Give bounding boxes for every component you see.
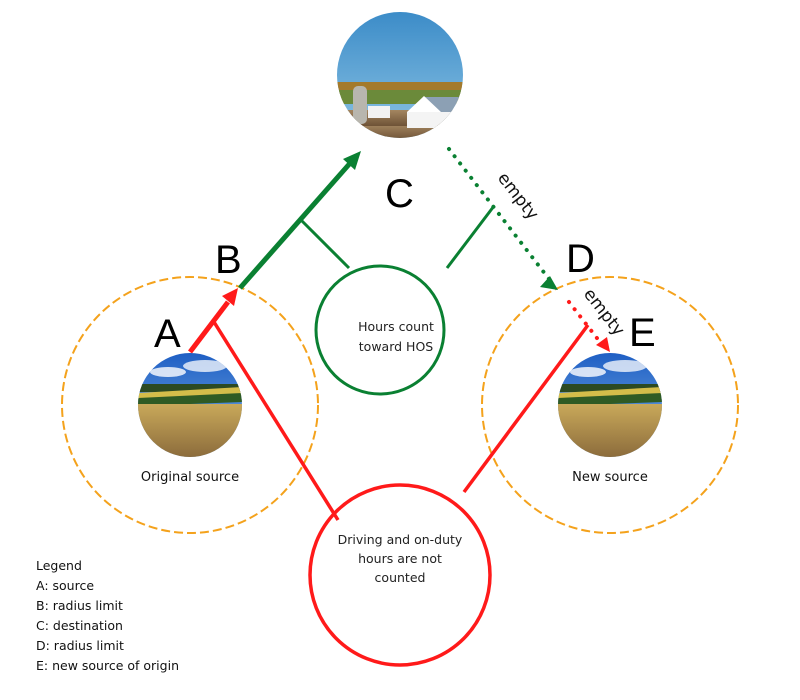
hos-counted-circle [314, 264, 446, 396]
new-source-caption: New source [572, 470, 648, 485]
point-label-c: C [385, 172, 414, 216]
arrow-head-d [540, 276, 558, 290]
arrow-head-b [222, 288, 238, 306]
hos-not-counted-text-line-2: hours are not [358, 551, 442, 566]
red-connector-left [212, 321, 340, 521]
arrow-b-to-c [238, 159, 354, 290]
hos-counted-text-line-2: toward HOS [359, 339, 433, 354]
point-label-e: E [629, 311, 656, 355]
original-source-caption: Original source [141, 470, 239, 485]
legend-item-e: E: new source of origin [36, 658, 179, 673]
point-label-d: D [566, 237, 595, 281]
red-connector-right [462, 323, 590, 494]
empty-path-d-to-e [567, 300, 602, 344]
legend-item-b: B: radius limit [36, 598, 123, 613]
empty-path-c-to-d [447, 147, 551, 281]
point-label-a: A [154, 312, 181, 356]
legend-item-c: C: destination [36, 618, 123, 633]
green-connector-right [445, 205, 496, 269]
empty-label-c-to-d: empty [493, 169, 542, 224]
legend-item-d: D: radius limit [36, 638, 124, 653]
new-source-image [558, 353, 662, 457]
hos-counted-text-line-1: Hours count [358, 319, 434, 334]
point-label-b: B [215, 238, 242, 282]
legend: Legend A: source B: radius limit C: dest… [36, 556, 179, 676]
radius-circle-new [481, 276, 739, 534]
green-connector-left [298, 217, 351, 270]
destination-farm-image [337, 12, 463, 138]
hos-not-counted-text-line-1: Driving and on-duty [338, 532, 463, 547]
legend-item-a: A: source [36, 578, 95, 593]
radius-circle-original [61, 276, 319, 534]
legend-title: Legend [36, 558, 82, 573]
empty-label-d-to-e: empty [579, 285, 628, 340]
arrow-a-to-b [188, 300, 230, 354]
arrow-head-e [596, 337, 610, 352]
hos-not-counted-text-line-3: counted [375, 570, 426, 585]
arrow-head-c [343, 151, 361, 170]
hos-not-counted-circle [308, 483, 492, 667]
original-source-image [138, 353, 242, 457]
